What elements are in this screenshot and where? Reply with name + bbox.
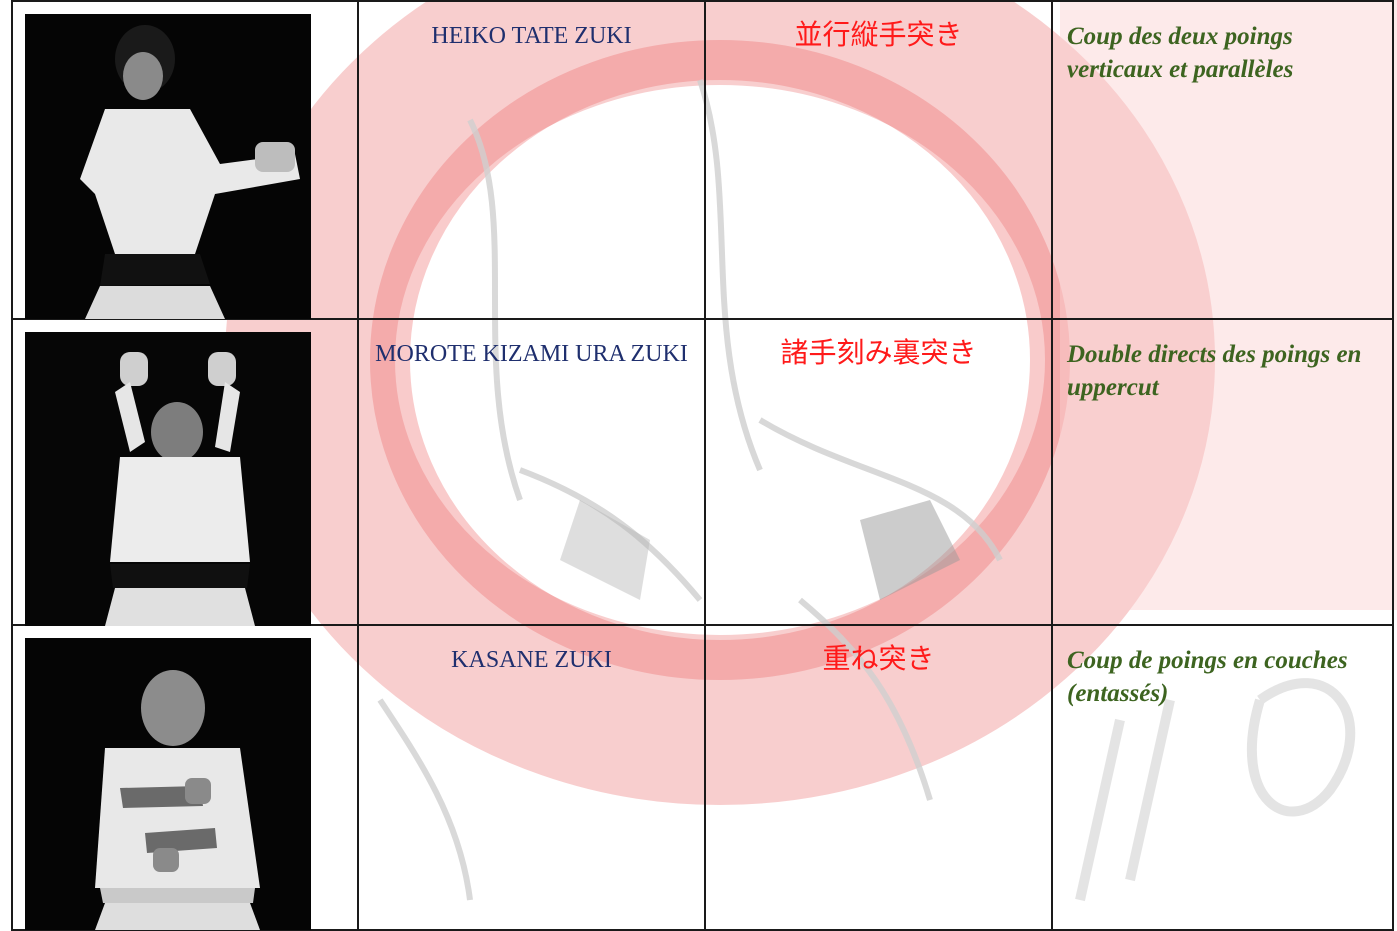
french-description-cell: Double directs des poings en uppercut bbox=[1051, 318, 1394, 626]
kanji-cell: 諸手刻み裏突き bbox=[704, 318, 1053, 626]
technique-name-cell: KASANE ZUKI bbox=[357, 624, 706, 931]
kanji-cell: 並行縦手突き bbox=[704, 0, 1053, 320]
technique-kanji: 重ね突き bbox=[822, 642, 935, 675]
technique-french-description: Coup de poings en couches (entassés) bbox=[1067, 647, 1348, 707]
technique-name: HEIKO TATE ZUKI bbox=[431, 23, 632, 49]
technique-name: KASANE ZUKI bbox=[451, 647, 612, 673]
technique-name: MOROTE KIZAMI URA ZUKI bbox=[375, 341, 688, 367]
karateka-morote-kizami-ura-zuki-photo bbox=[25, 332, 311, 626]
table-row: HEIKO TATE ZUKI 並行縦手突き Coup des deux poi… bbox=[11, 0, 1394, 320]
kanji-cell: 重ね突き bbox=[704, 624, 1053, 931]
technique-french-description: Coup des deux poings verticaux et parall… bbox=[1067, 23, 1294, 83]
french-description-cell: Coup de poings en couches (entassés) bbox=[1051, 624, 1394, 931]
photo-cell bbox=[11, 0, 359, 320]
technique-french-description: Double directs des poings en uppercut bbox=[1067, 341, 1362, 401]
technique-name-cell: HEIKO TATE ZUKI bbox=[357, 0, 706, 320]
technique-name-cell: MOROTE KIZAMI URA ZUKI bbox=[357, 318, 706, 626]
techniques-table: HEIKO TATE ZUKI 並行縦手突き Coup des deux poi… bbox=[11, 0, 1394, 931]
karateka-heiko-tate-zuki-photo bbox=[25, 14, 311, 319]
technique-kanji: 諸手刻み裏突き bbox=[780, 336, 977, 369]
photo-cell bbox=[11, 624, 359, 931]
technique-kanji: 並行縦手突き bbox=[794, 18, 963, 51]
karateka-kasane-zuki-photo bbox=[25, 638, 311, 930]
table-row: MOROTE KIZAMI URA ZUKI 諸手刻み裏突き Double di… bbox=[11, 318, 1394, 626]
photo-cell bbox=[11, 318, 359, 626]
french-description-cell: Coup des deux poings verticaux et parall… bbox=[1051, 0, 1394, 320]
table-row: KASANE ZUKI 重ね突き Coup de poings en couch… bbox=[11, 624, 1394, 931]
